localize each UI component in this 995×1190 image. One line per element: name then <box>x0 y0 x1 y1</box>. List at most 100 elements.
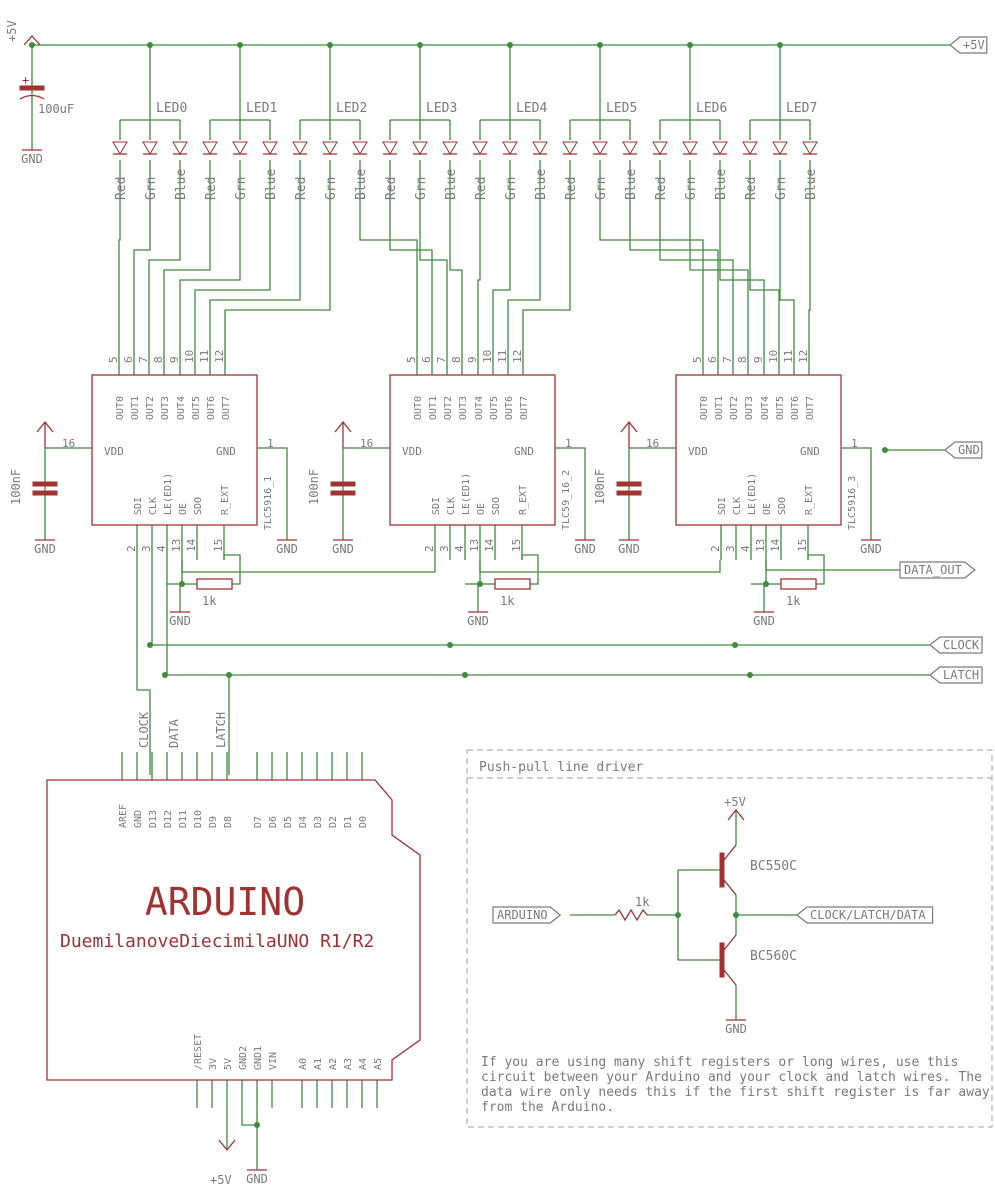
arduino-pin-label: D13 <box>148 810 159 828</box>
driver-frame <box>466 749 993 1128</box>
led-triangle <box>232 141 248 155</box>
gnd-label: GND <box>753 614 775 628</box>
led-color-label: Grn <box>504 177 519 200</box>
pnp-collector-line <box>723 969 737 986</box>
led-name: LED6 <box>696 101 727 116</box>
pin-name: OUT5 <box>191 396 202 420</box>
pin-number: 16 <box>360 437 373 450</box>
junction-dot <box>237 42 243 48</box>
junction-dot <box>147 642 153 648</box>
pin-number: 16 <box>646 437 659 450</box>
pin-number: 15 <box>212 539 225 552</box>
arduino-pin-label: D6 <box>268 816 279 828</box>
pin-number: 7 <box>721 356 734 363</box>
resistor-value: 1k <box>202 594 217 608</box>
pin-number: 9 <box>466 356 479 363</box>
pin-name: OUT6 <box>790 396 801 420</box>
net-label-frame <box>949 36 988 54</box>
junction-dot <box>733 912 739 918</box>
pin-name: OUT3 <box>160 396 171 420</box>
led-color-label: Blue <box>804 169 819 200</box>
led-cathode-wire <box>148 160 181 345</box>
pin-name: SDO <box>193 497 204 515</box>
led-triangle <box>652 141 668 155</box>
arduino-wire-label: CLOCK <box>137 711 151 748</box>
led-cathode-wire <box>492 160 511 345</box>
sdo2-sdi3 <box>479 560 721 573</box>
rext-wire <box>521 554 539 585</box>
pin-name: SDO <box>491 497 502 515</box>
pnp-base-bar <box>719 942 725 978</box>
junction-dot <box>687 42 693 48</box>
arduino-subtitle: DuemilanoveDiecimilaUNO R1/R2 <box>60 931 374 952</box>
npn-collector-line <box>723 844 737 861</box>
cap-value: 100nF <box>593 469 607 505</box>
pin-name: CLK <box>732 497 743 515</box>
net-label: +5V <box>963 38 985 52</box>
led-triangle <box>442 141 458 155</box>
arduino-pin-label: GND <box>133 810 144 828</box>
pin-number: 3 <box>438 545 451 552</box>
led-triangle <box>772 141 788 155</box>
junction-dot <box>417 42 423 48</box>
arduino-pin-label: D7 <box>253 816 264 828</box>
junction-dot <box>597 42 603 48</box>
net-label: CLOCK <box>943 638 980 652</box>
led-cathode-wire <box>477 160 481 345</box>
arduino-pin-label: D5 <box>283 816 294 828</box>
net-label-frame <box>929 666 983 684</box>
led-color-label: Red <box>114 177 129 200</box>
bulk-capacitor-curve <box>19 94 45 100</box>
pin-name: OUT3 <box>744 396 755 420</box>
pin-vdd: VDD <box>104 445 124 458</box>
arduino-pin-label: A0 <box>298 1058 309 1070</box>
junctions-layer <box>29 42 888 1128</box>
arduino-pin-label: D10 <box>193 810 204 828</box>
pin-name: OUT4 <box>176 396 187 420</box>
pin-vdd: VDD <box>402 445 422 458</box>
pin-number: 12 <box>213 350 226 363</box>
pin-number: 5 <box>107 356 120 363</box>
led-color-label: Red <box>564 177 579 200</box>
pin-number: 10 <box>183 350 196 363</box>
gnd-pin-wire <box>841 447 872 540</box>
led-triangle <box>412 141 428 155</box>
resistor-body <box>494 578 531 590</box>
polarity-mark: + <box>22 73 29 87</box>
arduino-pin-label: A3 <box>343 1058 354 1070</box>
led-color-label: Grn <box>684 177 699 200</box>
pin-name: OUT1 <box>428 396 439 420</box>
gnd-label: GND <box>467 614 489 628</box>
arduino-title: ARDUINO <box>145 880 305 924</box>
pin-name: LE(ED1) <box>461 473 472 515</box>
led-cathode-wire <box>522 160 571 345</box>
pin-name: OUT3 <box>458 396 469 420</box>
led-color-label: Blue <box>264 169 279 200</box>
pin-number: 6 <box>122 356 135 363</box>
pin-name: CLK <box>148 497 159 515</box>
pin-number: 1 <box>267 437 274 450</box>
led-color-label: Grn <box>414 177 429 200</box>
led-triangle <box>532 141 548 155</box>
pin-number: 4 <box>453 545 466 552</box>
arduino-pin-label: D4 <box>298 816 309 828</box>
pin-number: 4 <box>739 545 752 552</box>
arduino-pin-label: AREF <box>118 804 129 828</box>
junction-dot <box>477 581 483 587</box>
pin-name: OUT2 <box>729 396 740 420</box>
gnd-label: GND <box>618 542 640 556</box>
pin-number: 9 <box>752 356 765 363</box>
driver-resistor <box>614 908 648 922</box>
net-label: LATCH <box>943 668 979 682</box>
led-triangle <box>562 141 578 155</box>
gnd-label: GND <box>725 1022 747 1036</box>
pin-name: OUT2 <box>443 396 454 420</box>
led-triangle <box>112 141 128 155</box>
pin-name: OUT1 <box>714 396 725 420</box>
gnd-pin-wire <box>555 447 586 540</box>
arduino-pin-label: D3 <box>313 816 324 828</box>
pin-number: 13 <box>468 539 481 552</box>
pin-name: R_EXT <box>518 485 529 515</box>
net-label: CLOCK/LATCH/DATA <box>810 908 926 922</box>
led-cathode-wire <box>659 160 734 345</box>
